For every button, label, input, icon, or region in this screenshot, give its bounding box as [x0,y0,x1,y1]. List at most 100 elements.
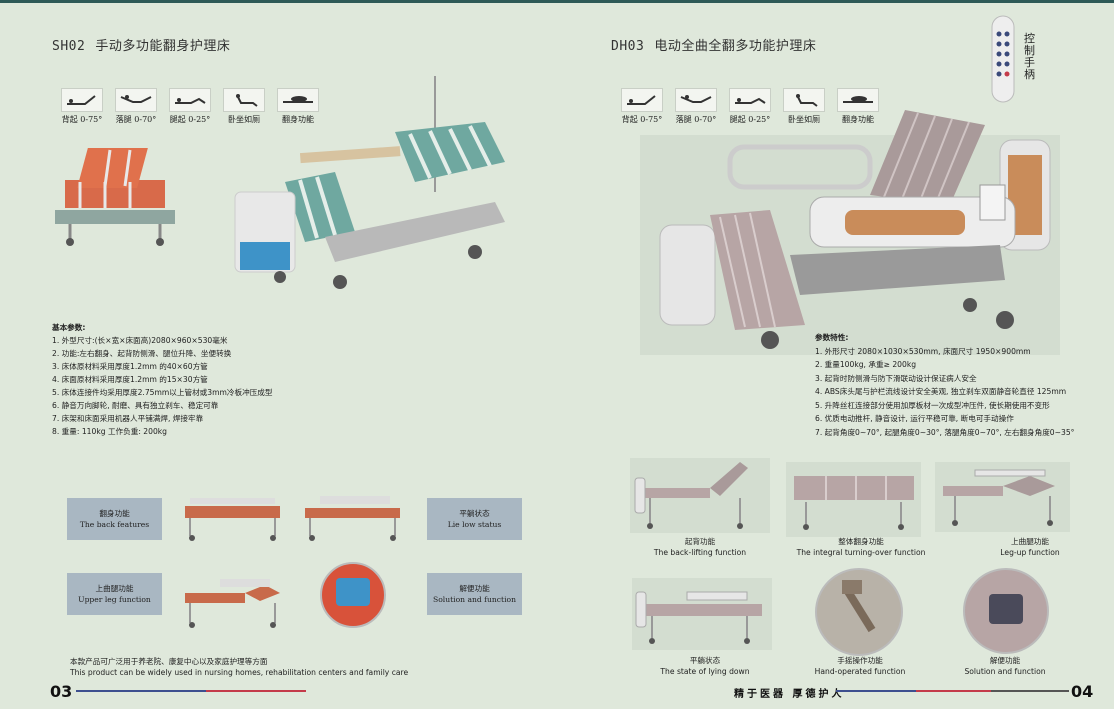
icon-label: 腿起 0-25° [169,115,211,124]
left-spec-list: 基本参数: 1. 外型尺寸:(长×宽×床面高)2080×960×530毫米 2.… [52,321,382,438]
footer-en: This product can be widely used in nursi… [70,668,409,677]
spec-item: 2. 重量100kg, 承重≥ 200kg [815,360,917,369]
spec-item: 8. 重量: 110kg 工作负重: 200kg [52,427,168,436]
caption-en: Solution and function [964,667,1046,676]
caption-cn: 上曲腿功能 [1011,537,1049,546]
caption-en: The integral turning-over function [796,548,926,557]
right-model-title: DH03 电动全曲全翻多功能护理床 [611,35,816,54]
left-icon-backrest: 背起 0-75° [58,88,106,125]
turn-over-icon [277,88,319,112]
spec-item: 6. 静音万向脚轮, 耐磨、具有独立刹车、稳定可靠 [52,401,219,410]
turn-over-icon [837,88,879,112]
right-model-code: DH03 [611,39,645,54]
solution-photo [320,562,386,628]
rule-line [206,690,306,692]
caption-hand-crank: 手摇操作功能 Hand-operated function [795,655,925,677]
icon-label: 翻身功能 [282,115,314,124]
hand-crank-photo [815,568,903,656]
lie-low-photo [305,496,400,541]
leg-raise-icon [169,88,211,112]
icon-label: 翻身功能 [842,115,874,124]
turning-over-photo [786,462,921,537]
caption-en: The state of lying down [660,667,750,676]
rule-line [991,690,1069,692]
right-page-number: 04 [1071,682,1094,701]
icon-label: 背起 0-75° [621,115,663,124]
right-icon-tilt: 落腿 0-70° [672,88,720,125]
dh03-bed-photo [640,110,1060,355]
spec-item: 1. 外形尺寸 2080×1030×530mm, 床面尺寸 1950×900mm [815,346,1031,356]
feature-cn: 解便功能 [459,584,490,593]
spec-item: 6. 优质电动推杆, 静音设计, 运行平稳可靠, 断电可手动操作 [815,414,1014,423]
caption-leg-up: 上曲腿功能 Leg-up function [965,536,1095,558]
right-icon-backrest: 背起 0-75° [618,88,666,125]
feature-box-solution: 解便功能 Solution and function [427,573,522,615]
right-icon-sit-up: 卧坐如厕 [780,88,828,125]
remote-control-photo [991,15,1015,103]
left-function-icons: 背起 0-75° 落腿 0-70° 腿起 0-25° 卧坐如厕 翻身功能 [58,88,322,125]
left-footer-note: 本款产品可广泛用于养老院、康复中心以及家庭护理等方面 This product … [70,656,490,678]
spec-item: 4. ABS床头尾与护栏流线设计安全美观, 独立刹车双面静音轮直径 125mm [815,387,1067,396]
leg-raise-icon [729,88,771,112]
left-icon-sit-up: 卧坐如厕 [220,88,268,125]
caption-cn: 起背功能 [684,537,716,546]
caption-back-lifting: 起背功能 The back-lifting function [630,536,770,558]
leg-up-photo [935,462,1070,532]
back-lifting-photo [630,458,770,533]
right-model-name: 电动全曲全翻多功能护理床 [654,39,817,54]
right-icon-leg-raise: 腿起 0-25° [726,88,774,125]
rule-line [836,690,916,692]
feature-box-upper-leg: 上曲腿功能 Upper leg function [67,573,162,615]
feature-cn: 上曲腿功能 [95,584,134,593]
spec-item: 5. 床体连接件均采用厚度2.75mm以上管材或3mm冷板冲压成型 [52,388,273,397]
caption-en: Hand-operated function [814,667,906,676]
spec-item: 4. 床面原材料采用厚度1.2mm 的15×30方管 [52,375,208,384]
left-icon-turn-over: 翻身功能 [274,88,322,125]
rule-line [76,690,206,692]
rule-line [916,690,991,692]
caption-cn: 手摇操作功能 [837,656,883,665]
feature-cn: 平躺状态 [459,509,490,518]
spec-item: 2. 功能:左右翻身、起背防侧滑、腿位升降、坐便转换 [52,349,232,358]
brand-slogan: 精于医器 厚德护人 [734,689,845,700]
caption-solution: 解便功能 Solution and function [945,655,1065,677]
spec-item: 1. 外型尺寸:(长×宽×床面高)2080×960×530毫米 [52,336,228,345]
left-spec-title: 基本参数: [52,323,86,332]
right-function-icons: 背起 0-75° 落腿 0-70° 腿起 0-25° 卧坐如厕 翻身功能 [618,88,882,125]
right-spec-title: 参数特性: [815,333,849,342]
spec-item: 3. 起背时防侧滑与防下滑联动设计保证病人安全 [815,373,977,383]
spec-item: 7. 起背角度0~70°, 起腿角度0~30°, 落腿角度0~70°, 左右翻身… [815,427,1075,437]
left-page-number: 03 [50,682,73,701]
spec-item: 5. 升降丝杠连接部分使用加厚板材一次成型冲压件, 使长期使用不变形 [815,400,1050,410]
left-icon-leg-raise: 腿起 0-25° [166,88,214,125]
icon-label: 背起 0-75° [61,115,103,124]
sh02-bed-photo-small [55,148,175,246]
right-spec-list: 参数特性: 1. 外形尺寸 2080×1030×530mm, 床面尺寸 1950… [815,331,1095,439]
icon-label: 落腿 0-70° [115,115,157,124]
feature-en: Lie low status [447,520,502,529]
lying-down-photo [632,578,772,650]
left-model-code: SH02 [52,39,86,54]
icon-label: 腿起 0-25° [729,115,771,124]
remote-label: 控制手柄 [1024,32,1035,81]
caption-lying-down: 平躺状态 The state of lying down [640,655,770,677]
feature-box-turn-over: 翻身功能 The back features [67,498,162,540]
backrest-icon [61,88,103,112]
feature-en: The back features [79,520,150,529]
sit-up-icon [783,88,825,112]
feature-en: Upper leg function [78,595,151,604]
caption-turning-over: 整体翻身功能 The integral turning-over functio… [786,536,936,558]
spec-item: 7. 床架和床面采用机器人平铺满焊, 焊接牢靠 [52,414,204,423]
sit-up-icon [223,88,265,112]
footer-cn: 本款产品可广泛用于养老院、康复中心以及家庭护理等方面 [70,657,268,666]
upper-leg-photo [185,579,280,628]
tilt-icon [675,88,717,112]
turn-over-photo [185,498,280,541]
icon-label: 落腿 0-70° [675,115,717,124]
tilt-icon [115,88,157,112]
icon-label: 卧坐如厕 [228,115,260,124]
caption-cn: 整体翻身功能 [838,537,884,546]
caption-cn: 平躺状态 [689,656,721,665]
feature-en: Solution and function [433,595,516,604]
